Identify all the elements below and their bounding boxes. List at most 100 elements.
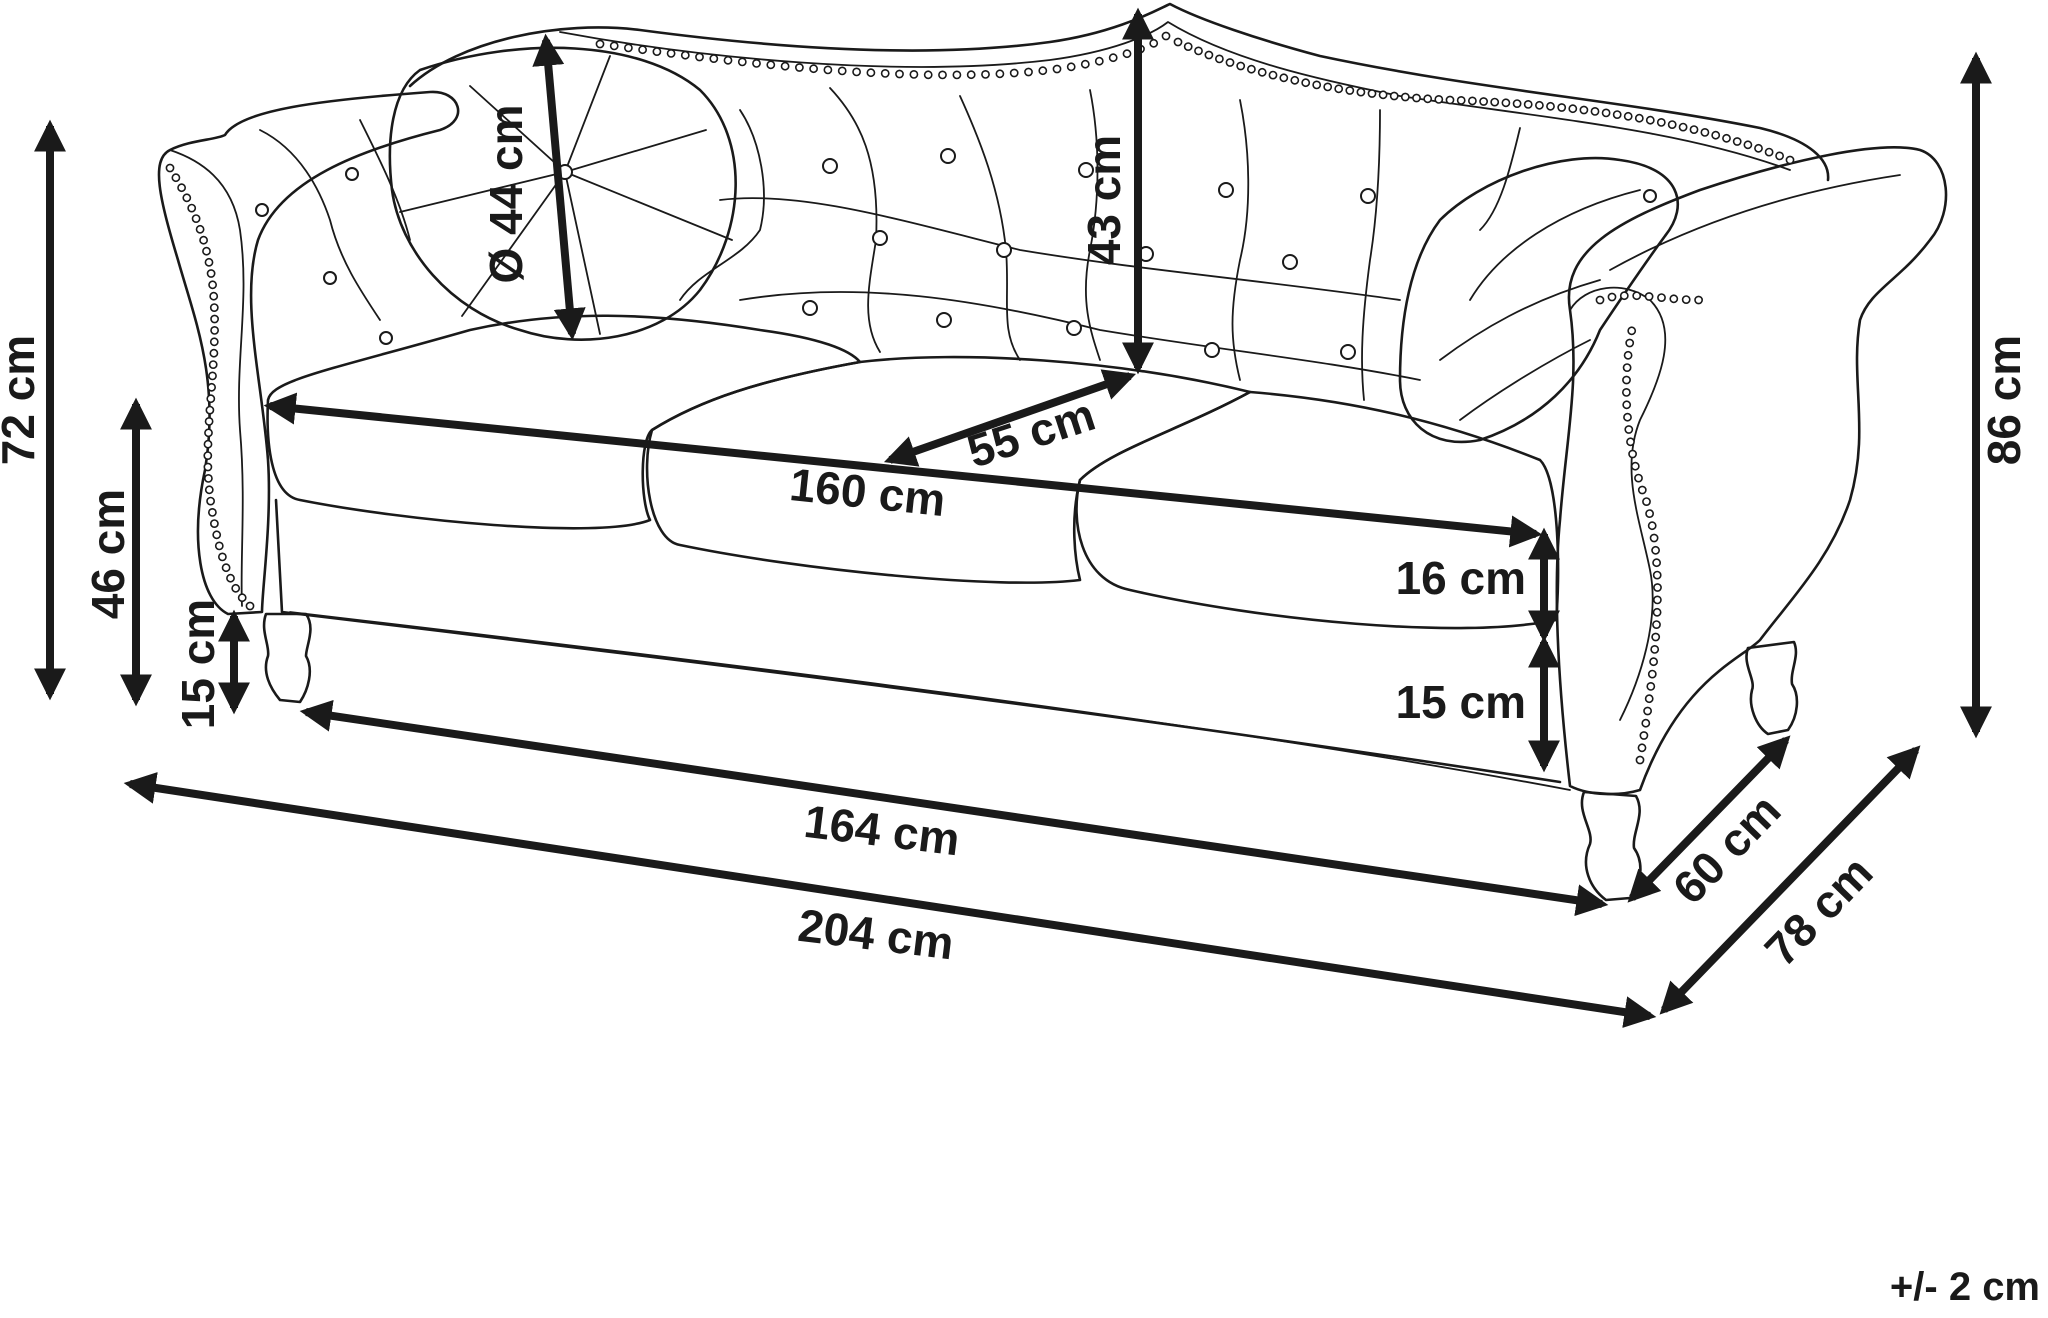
nailhead-stud xyxy=(909,70,919,79)
nailhead-stud xyxy=(895,69,904,79)
nailhead-stud xyxy=(1161,31,1171,41)
nailhead-stud xyxy=(823,65,833,75)
nailhead-stud xyxy=(1652,620,1661,629)
backrest-tufting xyxy=(255,87,1657,401)
nailhead-stud xyxy=(952,70,962,80)
nailhead-stud xyxy=(1479,97,1488,106)
nailhead-stud xyxy=(666,49,676,58)
dimension-labels: Ø 44 cm 43 cm 55 cm 160 cm 72 cm 46 cm 1… xyxy=(0,105,2040,1310)
nailhead-stud xyxy=(1644,694,1654,704)
nailhead-stud xyxy=(177,183,186,193)
nailhead-stud xyxy=(709,54,719,63)
nailhead-stud xyxy=(1641,718,1651,728)
nailhead-stud xyxy=(1024,67,1033,77)
nailhead-stud xyxy=(1722,133,1731,143)
tolerance-note: +/- 2 cm xyxy=(1890,1265,2040,1309)
nailhead-stud xyxy=(202,246,211,256)
dim-seat-width xyxy=(263,392,1543,548)
nailhead-stud xyxy=(1632,291,1642,301)
leg-back-right xyxy=(1745,640,1799,736)
nailhead-stud xyxy=(1775,151,1784,161)
nailhead-stud xyxy=(199,235,208,245)
nailhead-stud xyxy=(1646,682,1656,691)
label-pillow-diameter: Ø 44 cm xyxy=(480,105,532,284)
label-total-height: 72 cm xyxy=(0,335,44,465)
nailhead-stud xyxy=(210,314,219,324)
label-total-depth: 78 cm xyxy=(1754,846,1882,976)
nailhead-stud xyxy=(204,416,214,426)
nailhead-stud xyxy=(1667,120,1677,129)
nailhead-stud xyxy=(203,473,213,483)
nailhead-stud xyxy=(852,67,861,77)
left-arm xyxy=(157,90,460,616)
nailhead-stud xyxy=(209,348,219,358)
backrest-outline xyxy=(408,2,1830,182)
nailhead-stud xyxy=(1624,425,1634,434)
nailhead-stud xyxy=(609,41,619,51)
nailhead-trim xyxy=(165,31,1795,765)
nailhead-stud xyxy=(1367,89,1377,98)
dim-total-depth xyxy=(1659,745,1921,1015)
nailhead-stud xyxy=(1173,37,1183,47)
nailhead-stud xyxy=(652,47,662,56)
nailhead-stud xyxy=(680,50,690,60)
nailhead-stud xyxy=(1356,87,1366,97)
nailhead-stud xyxy=(1625,338,1635,348)
nailhead-stud xyxy=(1595,295,1605,305)
bolster-pleats xyxy=(1439,189,1641,421)
nailhead-stud xyxy=(1694,295,1703,305)
nailhead-stud xyxy=(208,360,218,369)
nailhead-stud xyxy=(1637,485,1647,495)
nailhead-stud xyxy=(780,61,790,71)
nailhead-stud xyxy=(1650,645,1660,654)
nailhead-stud xyxy=(737,57,747,67)
nailhead-stud xyxy=(207,508,217,517)
nailhead-stud xyxy=(1557,103,1567,112)
nailhead-stud xyxy=(1700,127,1710,137)
seat-left-cushion xyxy=(266,314,862,530)
nailhead-stud xyxy=(1743,140,1753,150)
nailhead-stud xyxy=(723,55,733,65)
round-pillow xyxy=(388,46,737,341)
nailhead-stud xyxy=(880,69,890,78)
nailhead-stud xyxy=(595,39,605,49)
nailhead-stud xyxy=(209,519,219,528)
nailhead-stud xyxy=(1215,54,1224,64)
nailhead-stud xyxy=(1378,90,1388,100)
nailhead-stud xyxy=(1052,64,1062,74)
nailhead-stud xyxy=(1080,59,1090,69)
nailhead-stud xyxy=(866,68,876,78)
nailhead-stud xyxy=(231,583,241,593)
nailhead-stud xyxy=(1312,80,1322,90)
nailhead-stud xyxy=(1607,292,1617,302)
nailhead-stud xyxy=(237,593,247,603)
left-arm-front-panel xyxy=(169,149,245,607)
nailhead-stud xyxy=(1512,99,1522,108)
nailhead-stud xyxy=(1643,706,1652,716)
nailhead-stud xyxy=(203,439,213,449)
nailhead-stud xyxy=(1257,67,1267,77)
nailhead-stud xyxy=(1634,473,1643,483)
nailhead-stud xyxy=(203,462,213,472)
nailhead-stud xyxy=(1653,595,1662,605)
nailhead-stud xyxy=(1634,113,1644,123)
leg-front-left xyxy=(262,612,312,704)
dim-pillow-diameter xyxy=(532,33,586,341)
nailhead-stud xyxy=(1501,98,1511,108)
nailhead-stud xyxy=(1279,73,1289,83)
nailhead-stud xyxy=(1194,46,1203,56)
nailhead-stud xyxy=(1754,143,1763,153)
nailhead-stud xyxy=(1623,350,1633,360)
nailhead-stud xyxy=(624,43,633,53)
nailhead-stud xyxy=(1652,607,1662,617)
nailhead-stud xyxy=(208,280,217,290)
nailhead-stud xyxy=(206,496,215,506)
nailhead-stud xyxy=(638,45,647,55)
nailhead-stud xyxy=(766,60,776,70)
nailhead-stud xyxy=(1623,412,1632,422)
nailhead-stud xyxy=(1647,669,1657,679)
nailhead-stud xyxy=(1637,743,1647,753)
nailhead-stud xyxy=(1323,82,1333,92)
nailhead-stud xyxy=(210,325,219,335)
